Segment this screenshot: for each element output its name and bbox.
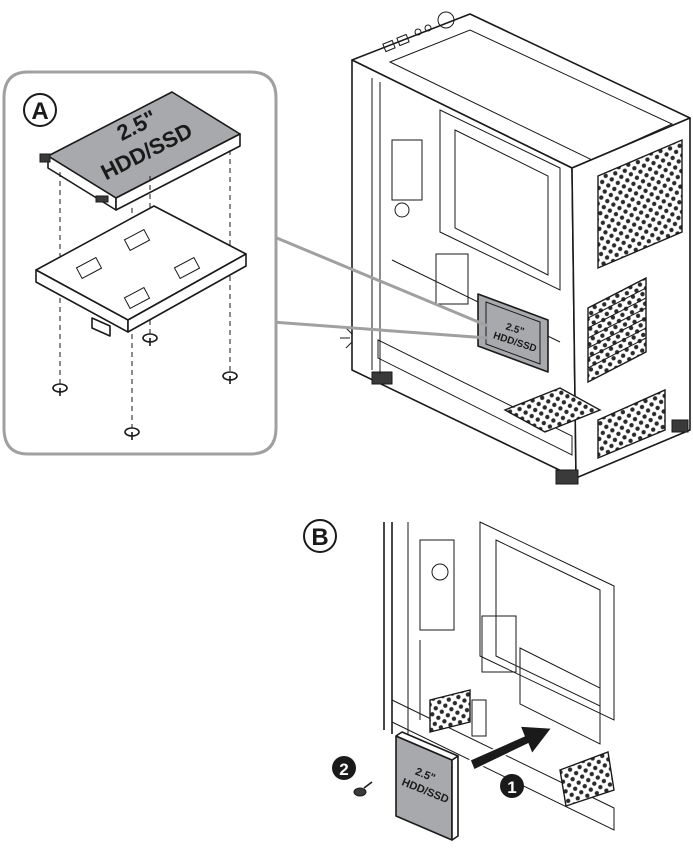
step-badge-1: 1 (500, 774, 524, 798)
step-badge-2: 2 (332, 756, 356, 780)
sparkle-icon (340, 328, 352, 348)
screw-icon (354, 782, 372, 796)
pc-case-top: 2.5" HDD/SSD (340, 12, 690, 484)
callout-b: B 2.5" HDD/SSD (304, 520, 614, 840)
arrow-icon (470, 726, 552, 770)
step-2-number: 2 (339, 760, 348, 779)
callout-a-label: A (31, 98, 48, 125)
callout-a: A 2.5" HDD/SSD (4, 72, 276, 454)
step-1-number: 1 (507, 778, 516, 797)
callout-b-label: B (311, 524, 328, 551)
drive-b: 2.5" HDD/SSD (396, 732, 458, 840)
